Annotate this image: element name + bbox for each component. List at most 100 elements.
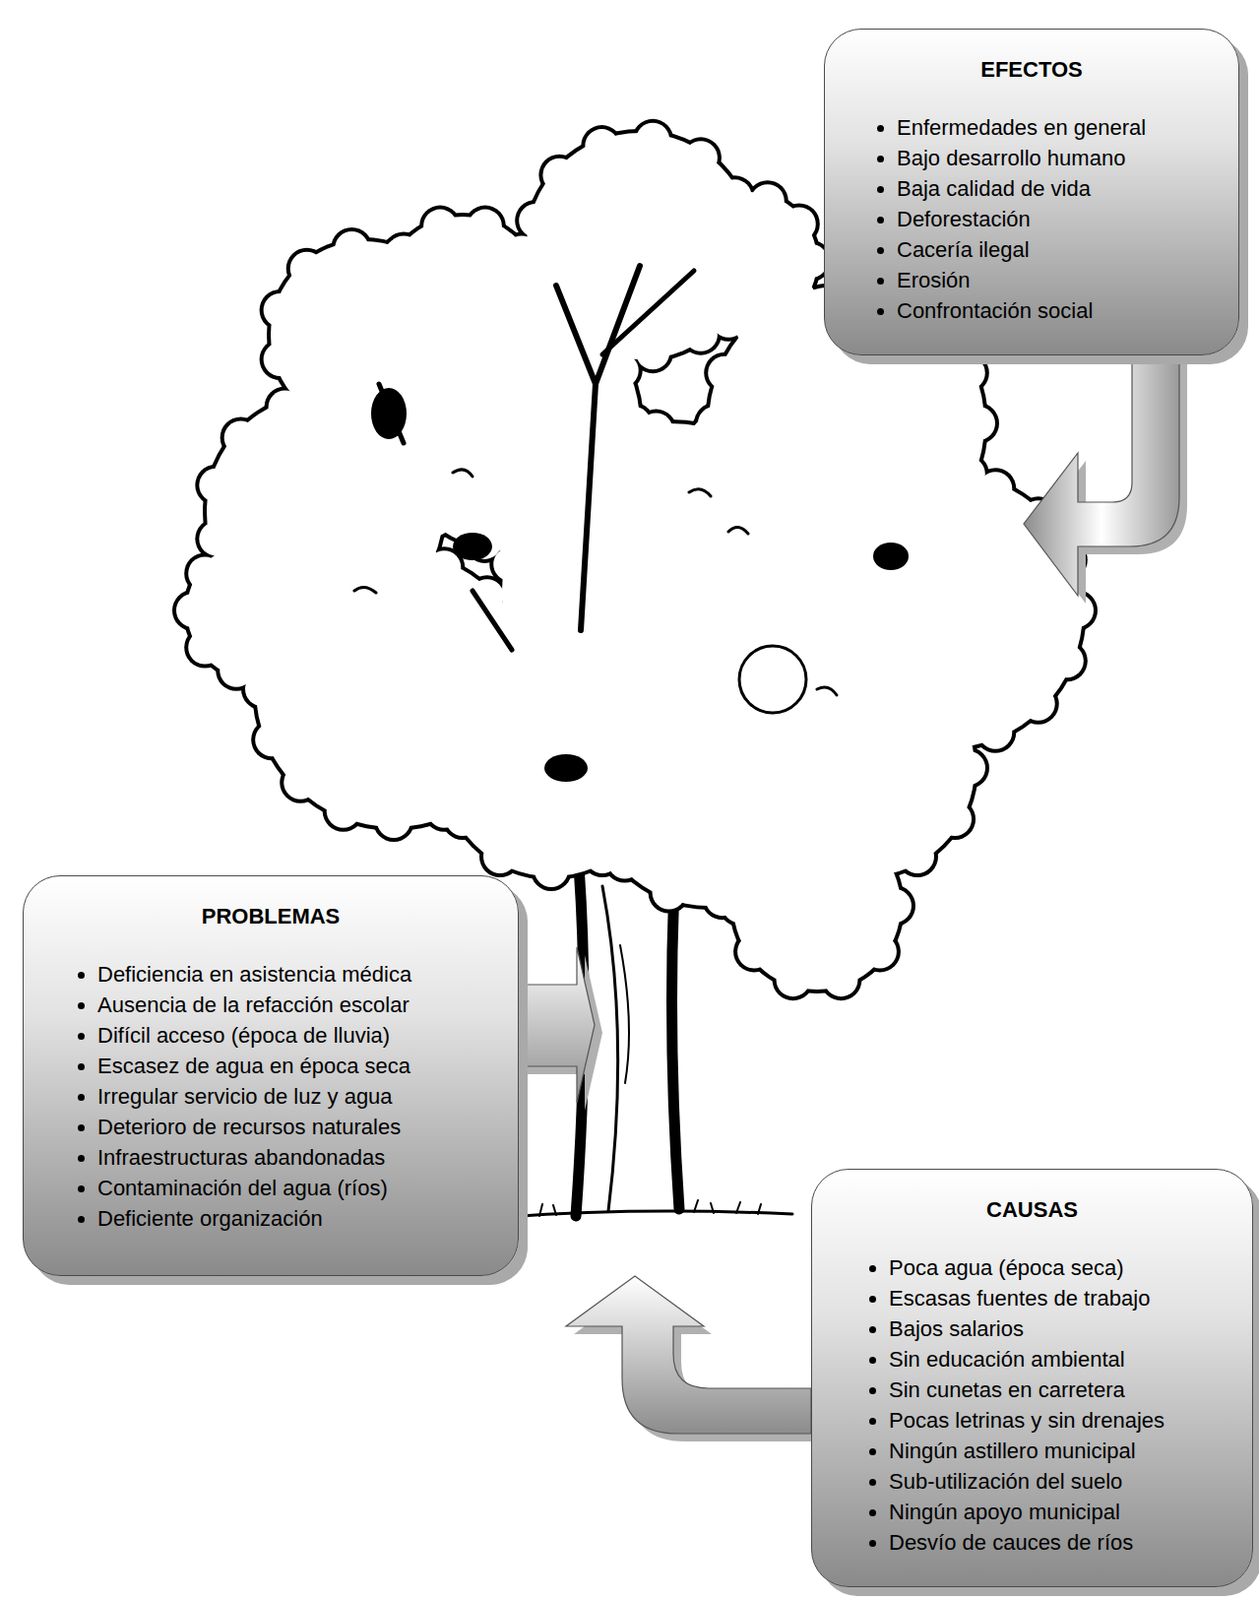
bullet-item: Erosión <box>896 264 1239 296</box>
crown-details <box>354 265 837 713</box>
crown-blob <box>652 665 687 699</box>
crown-blob <box>878 471 912 505</box>
crown-blob <box>383 295 640 552</box>
item-text: Escasez de agua en época seca <box>97 1053 411 1078</box>
crown-blob <box>684 140 718 175</box>
bullet-item: Deficiente organización <box>97 1202 518 1234</box>
crown-blob <box>188 556 222 590</box>
bullet-item: Escasez de agua en época seca <box>97 1050 518 1081</box>
crown-blob <box>791 718 825 753</box>
bark-line <box>620 944 630 1083</box>
crown-blob <box>468 209 503 244</box>
item-text: Infraestructuras abandonadas <box>97 1144 385 1170</box>
bullet-item: Escasas fuentes de trabajo <box>888 1282 1253 1314</box>
bullet-item: Irregular servicio de luz y agua <box>97 1080 518 1112</box>
crown-blob <box>176 593 210 628</box>
crown-blob <box>419 502 453 536</box>
crown-blob <box>736 313 770 347</box>
item-text: Sin educación ambiental <box>888 1346 1126 1372</box>
crown-blob <box>636 751 671 785</box>
box-heading: EFECTOS <box>824 54 1239 85</box>
crown-blob <box>923 500 957 534</box>
item-text: Ausencia de la refacción escolar <box>97 992 410 1017</box>
item-text: Deficiencia en asistencia médica <box>97 961 412 987</box>
crown-blob <box>283 765 317 800</box>
dark-patch <box>544 754 588 782</box>
crown-blob <box>188 630 222 665</box>
crown-blob <box>302 593 336 628</box>
crown-blob <box>445 699 480 734</box>
bullet-item: Enfermedades en general <box>896 112 1239 143</box>
item-text: Enfermedades en general <box>896 115 1146 140</box>
heading-text: CAUSAS <box>986 1196 1078 1222</box>
crown-blob <box>432 751 466 785</box>
crown-blob <box>878 888 912 923</box>
heading-text: EFECTOS <box>980 57 1083 82</box>
crown-blob <box>386 236 421 270</box>
crown-blob <box>483 839 517 874</box>
crown-blob <box>707 356 742 390</box>
crown-blob <box>635 123 670 157</box>
crown-blob <box>863 934 897 968</box>
crown-blob <box>1050 643 1084 678</box>
crown-blob <box>878 715 912 750</box>
crown-blob <box>1021 687 1056 721</box>
item-text: Pocas letrinas y sin drenajes <box>888 1407 1165 1433</box>
crown-blob <box>263 293 298 327</box>
crown-blob <box>258 653 293 688</box>
crown-blob <box>680 206 714 241</box>
crown-blob <box>423 347 457 381</box>
crown-blob <box>863 843 897 878</box>
crown-blob <box>543 454 577 489</box>
crown-blob <box>794 244 828 278</box>
crown-blob <box>1060 593 1094 628</box>
crown-blob <box>711 184 746 218</box>
bullet-item: Cacería ilegal <box>896 234 1239 265</box>
causes-arrow <box>566 1275 812 1434</box>
crown-edge <box>251 547 536 831</box>
crown-blob <box>584 128 619 163</box>
crown-blob <box>499 722 533 756</box>
crown-hole <box>739 645 807 713</box>
crown-blob <box>705 659 740 693</box>
crown-blob <box>373 278 407 313</box>
bullet-item: Bajo desarrollo humano <box>896 142 1239 174</box>
crown-blob <box>290 251 324 286</box>
item-text: Contaminación del agua (ríos) <box>97 1175 388 1200</box>
crown-blob <box>219 533 253 567</box>
item-text: Sin cunetas en carretera <box>888 1377 1126 1402</box>
crown-blob <box>254 622 289 656</box>
crown-blob <box>534 648 568 683</box>
bullet-item: Poca agua (época seca) <box>888 1252 1253 1283</box>
crown-blob <box>849 648 883 683</box>
crown-blob <box>504 320 539 355</box>
crown-blob <box>510 497 545 531</box>
crown-blob <box>605 353 639 387</box>
crown-blob <box>326 794 361 828</box>
leaf-mark <box>354 469 837 695</box>
crown-shadows <box>371 387 909 782</box>
crown-blob <box>585 662 620 696</box>
bark-line <box>602 885 619 1211</box>
dark-patch <box>452 532 493 561</box>
crown-blob <box>951 356 986 390</box>
crown-blob <box>692 730 726 764</box>
grass <box>521 1199 761 1217</box>
crown-blob <box>961 406 996 441</box>
bullet-item: Contaminación del agua (ríos) <box>97 1172 518 1203</box>
crown-blob <box>423 209 457 244</box>
crown-blob <box>823 962 858 997</box>
crown-blob <box>938 699 972 734</box>
crown-outline <box>172 119 1098 1001</box>
branch <box>472 590 512 650</box>
item-text: Ningún apoyo municipal <box>888 1499 1121 1524</box>
crown-blob <box>834 687 869 721</box>
crown-blob <box>834 500 869 534</box>
crown-blob <box>623 802 657 836</box>
crown-blob <box>468 347 503 381</box>
crown-blob <box>290 630 324 665</box>
item-text: Poca agua (época seca) <box>888 1255 1125 1280</box>
branch <box>556 285 596 630</box>
crown-blob <box>224 420 258 454</box>
crown-blob <box>814 573 848 608</box>
